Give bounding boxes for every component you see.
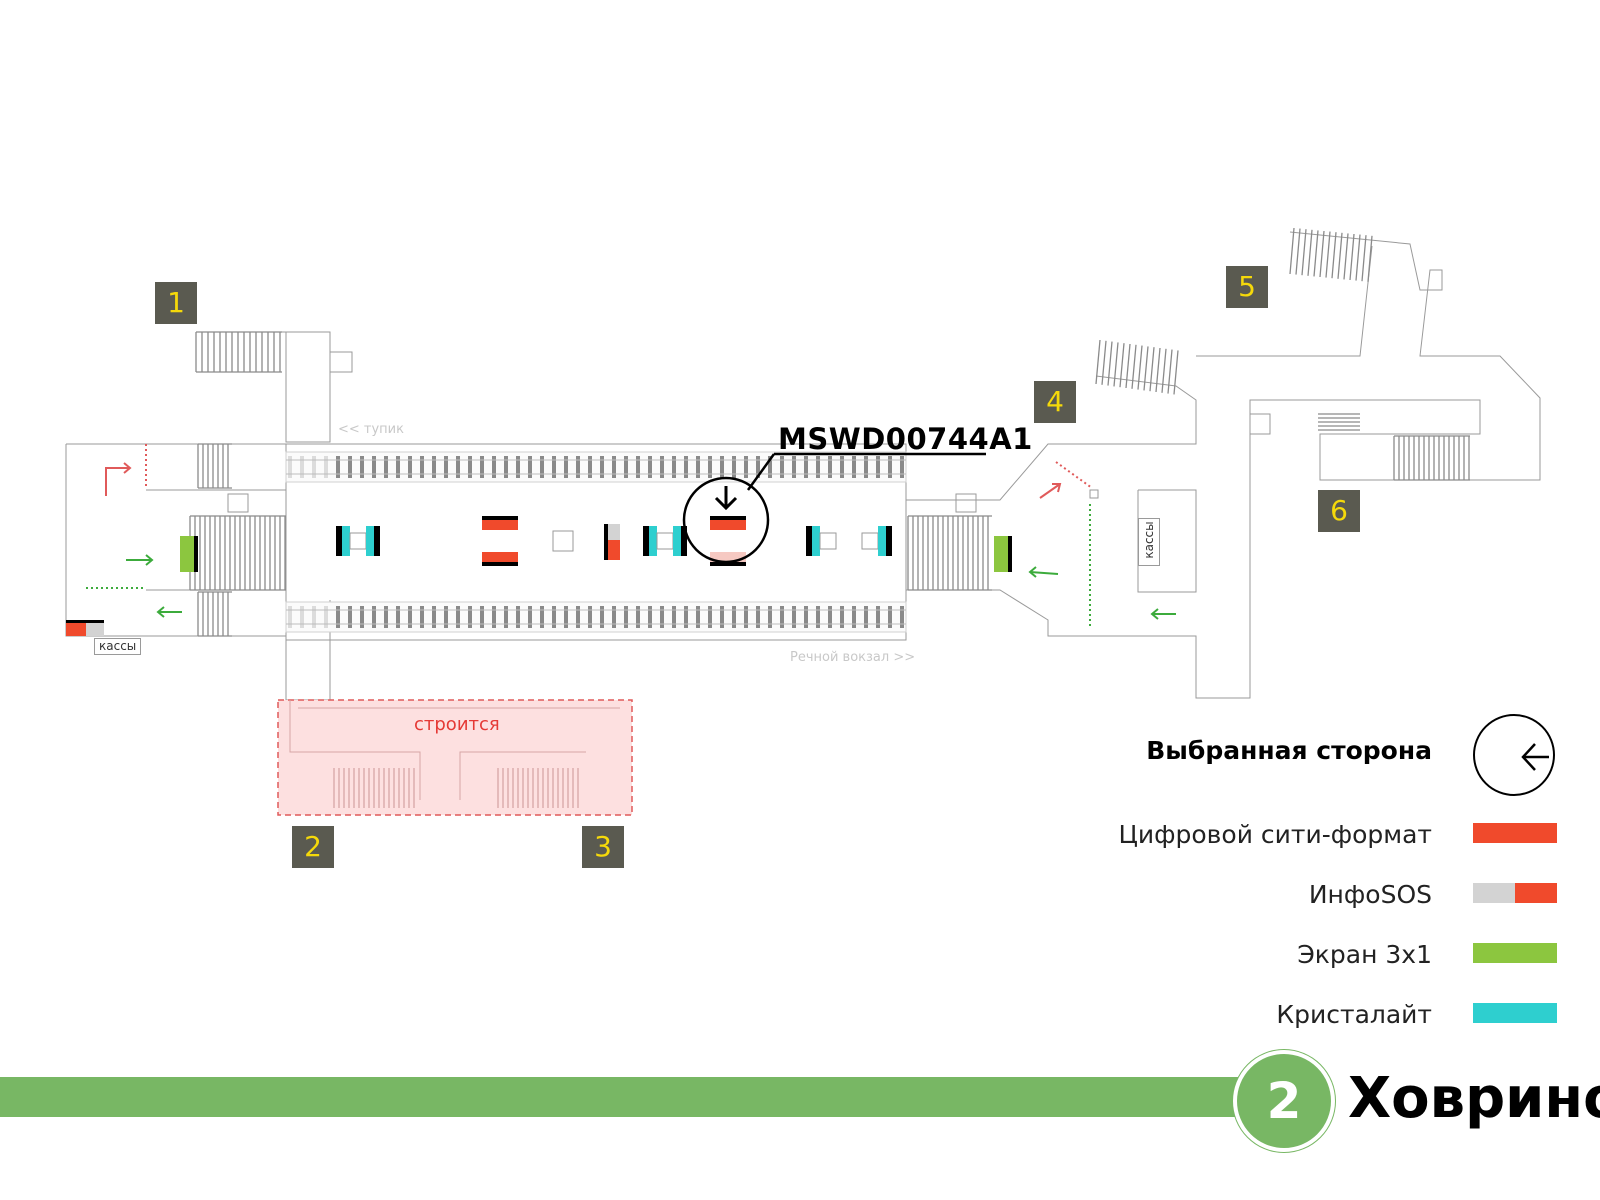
legend-swatch-crystalight bbox=[1473, 1003, 1557, 1023]
direction-left-label: << тупик bbox=[338, 422, 404, 437]
direction-right-label: Речной вокзал >> bbox=[790, 650, 916, 665]
ticket-office-left: кассы bbox=[94, 638, 142, 655]
exit-badge-3: 3 bbox=[582, 826, 624, 868]
legend-label-infosos: ИнфоSOS bbox=[1308, 880, 1432, 909]
exit-badge-4: 4 bbox=[1034, 381, 1076, 423]
ticket-office-right: кассы bbox=[1138, 518, 1160, 566]
selected-side-indicator bbox=[1473, 714, 1555, 796]
legend-selected-side-title: Выбранная сторона bbox=[1146, 736, 1432, 765]
legend-label-crystalight: Кристалайт bbox=[1276, 1000, 1432, 1029]
media-items bbox=[66, 516, 1012, 636]
station-name: Ховрино bbox=[1348, 1066, 1600, 1131]
exit-badge-6: 6 bbox=[1318, 490, 1360, 532]
exit-badge-5: 5 bbox=[1226, 266, 1268, 308]
exit-badge-2: 2 bbox=[292, 826, 334, 868]
legend-label-digital-city: Цифровой сити-формат bbox=[1118, 820, 1432, 849]
line-number-badge: 2 bbox=[1233, 1050, 1335, 1152]
selected-code-label: MSWD00744A1 bbox=[778, 422, 1033, 456]
construction-area bbox=[277, 699, 633, 816]
stairs bbox=[189, 227, 1470, 637]
selected-marker bbox=[682, 452, 986, 564]
arrow-left-icon bbox=[1521, 743, 1549, 771]
legend-swatch-digital-city bbox=[1473, 823, 1557, 843]
legend-label-screen-3x1: Экран 3х1 bbox=[1297, 940, 1432, 969]
ticket-office-right-label: кассы bbox=[1142, 521, 1156, 559]
construction-label: строится bbox=[414, 714, 500, 735]
exit-badge-1: 1 bbox=[155, 282, 197, 324]
tracks bbox=[285, 451, 907, 633]
flow-arrows bbox=[86, 444, 1176, 628]
metro-line-bar bbox=[0, 1077, 1240, 1117]
legend-swatch-screen-3x1 bbox=[1473, 943, 1557, 963]
legend-swatch-infosos bbox=[1473, 883, 1557, 903]
